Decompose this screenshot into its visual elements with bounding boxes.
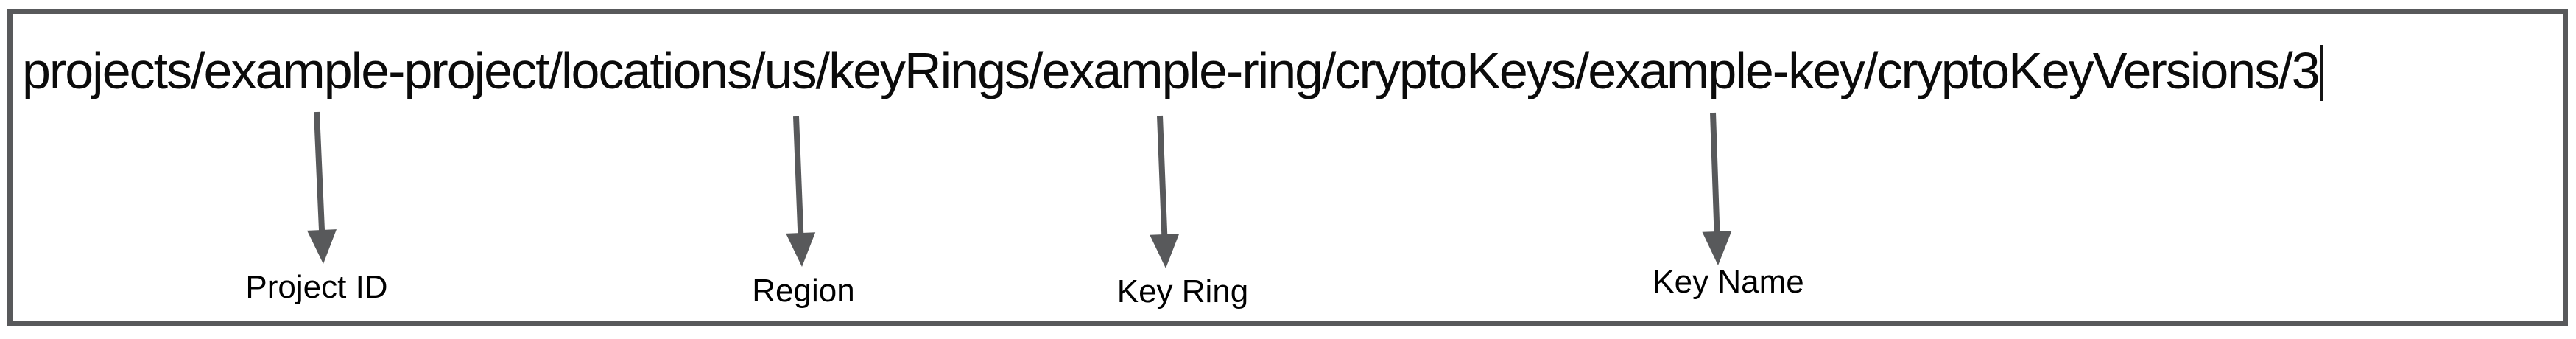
arrow-head-2 xyxy=(1150,234,1180,268)
arrow-head-1 xyxy=(786,232,816,267)
arrow-head-0 xyxy=(307,229,337,264)
resource-path-input[interactable]: projects/example-project/locations/us/ke… xyxy=(22,41,2323,101)
resource-path-box xyxy=(7,9,2568,326)
text-cursor xyxy=(2320,45,2323,101)
arrow-shaft-1 xyxy=(793,116,804,237)
label-key-ring: Key Ring xyxy=(1116,273,1249,310)
arrow-shaft-3 xyxy=(1710,112,1720,235)
arrow-head-3 xyxy=(1702,231,1732,265)
label-key-name: Key Name xyxy=(1653,264,1804,300)
label-region: Region xyxy=(752,273,855,309)
resource-path-text: projects/example-project/locations/us/ke… xyxy=(22,42,2320,99)
label-project-id: Project ID xyxy=(245,269,388,305)
arrow-shaft-0 xyxy=(314,111,325,234)
arrow-shaft-2 xyxy=(1157,115,1168,238)
